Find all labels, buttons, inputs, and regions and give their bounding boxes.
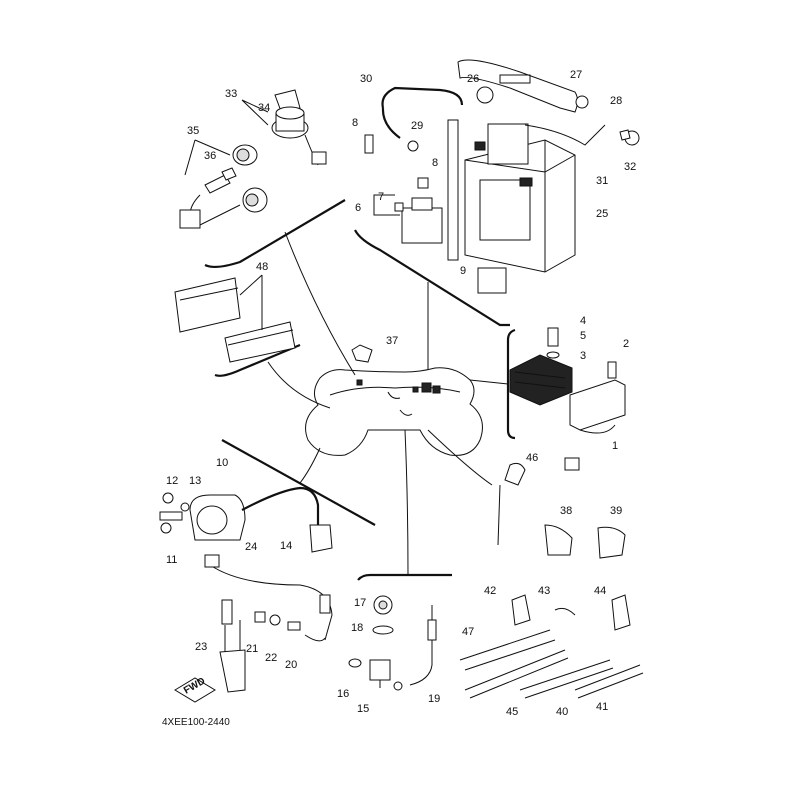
- callout-3: 3: [580, 350, 586, 362]
- callout-37: 37: [386, 335, 398, 347]
- bracket-fuse-group: [214, 343, 301, 377]
- battery-assembly: [364, 59, 640, 294]
- callout-12: 12: [166, 475, 178, 487]
- wire-harness: [174, 554, 333, 703]
- callout-8: 8: [352, 117, 358, 129]
- group-leaders: [267, 231, 509, 576]
- callout-5: 5: [580, 330, 586, 342]
- callout-19: 19: [428, 693, 440, 705]
- callout-48: 48: [256, 261, 268, 273]
- bracket-regulator-group: [506, 328, 516, 440]
- callout-18: 18: [351, 622, 363, 634]
- callout-22: 22: [265, 652, 277, 664]
- callout-29: 29: [411, 120, 423, 132]
- callout-28: 28: [610, 95, 622, 107]
- callout-32: 32: [624, 161, 636, 173]
- callout-45: 45: [506, 706, 518, 718]
- callout-14: 14: [280, 540, 292, 552]
- callout-33: 33: [225, 88, 237, 100]
- bracket-switch-group: [357, 573, 452, 581]
- callout-lines: [184, 99, 400, 330]
- callout-40: 40: [556, 706, 568, 718]
- regulator-assembly: [509, 327, 626, 434]
- callout-39: 39: [610, 505, 622, 517]
- callout-1: 1: [612, 440, 618, 452]
- bracket-ignition-group: [204, 199, 346, 269]
- callout-21: 21: [246, 643, 258, 655]
- callout-6: 6: [355, 202, 361, 214]
- callout-23: 23: [195, 641, 207, 653]
- callout-4: 4: [580, 315, 586, 327]
- ignition-coil-assembly: [159, 486, 333, 553]
- bracket-battery-group: [354, 229, 510, 327]
- callout-11: 11: [166, 554, 177, 566]
- callout-34: 34: [258, 102, 270, 114]
- callout-7: 7: [378, 191, 384, 203]
- bracket-coil-group: [221, 439, 376, 526]
- callout-26: 26: [467, 73, 479, 85]
- callout-13: 13: [189, 475, 201, 487]
- callout-10: 10: [216, 457, 228, 469]
- callout-35: 35: [187, 125, 199, 137]
- callout-20: 20: [285, 659, 297, 671]
- callout-24: 24: [245, 541, 257, 553]
- callout-44: 44: [594, 585, 606, 597]
- fuse-set: [174, 277, 296, 363]
- callout-41: 41: [596, 701, 608, 713]
- clamps-and-bands: [459, 457, 644, 699]
- callout-30: 30: [360, 73, 372, 85]
- callout-2: 2: [623, 338, 629, 350]
- callout-38: 38: [560, 505, 572, 517]
- callout-47: 47: [462, 626, 474, 638]
- group-brackets: [204, 199, 516, 581]
- callout-36: 36: [204, 150, 216, 162]
- callout-46: 46: [526, 452, 538, 464]
- vehicle-outline: [305, 344, 483, 456]
- callout-9: 9: [460, 265, 466, 277]
- callout-17: 17: [354, 597, 366, 609]
- callout-25: 25: [596, 208, 608, 220]
- callout-43: 43: [538, 585, 550, 597]
- callout-27: 27: [570, 69, 582, 81]
- callout-31: 31: [596, 175, 608, 187]
- callout-15: 15: [357, 703, 369, 715]
- callout-16: 16: [337, 688, 349, 700]
- ignition-switch-assembly: [179, 89, 327, 229]
- switch-assembly: [348, 595, 437, 691]
- diagram-code: 4XEE100-2440: [162, 717, 230, 728]
- callout-42: 42: [484, 585, 496, 597]
- callout-8: 8: [432, 157, 438, 169]
